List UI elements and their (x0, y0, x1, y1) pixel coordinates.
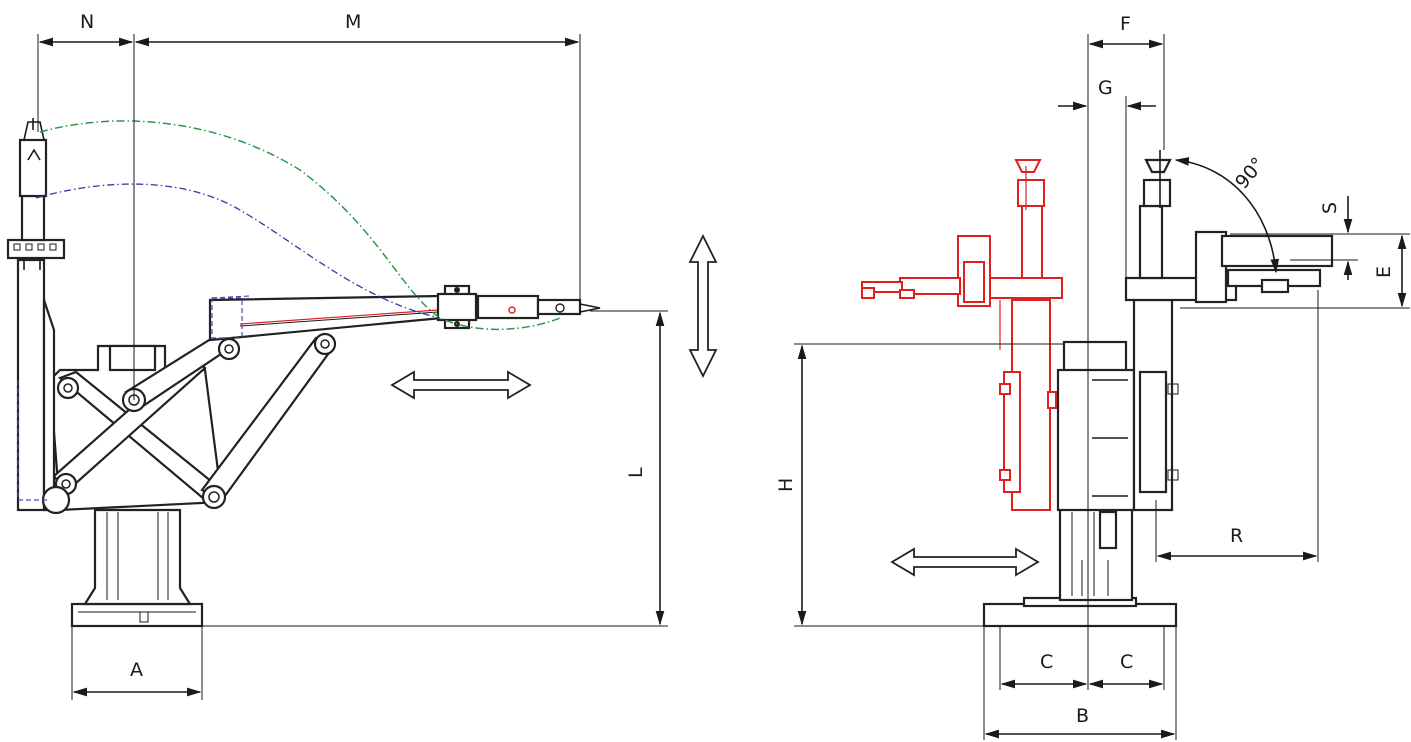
vertical-motion-arrow (688, 233, 718, 379)
dim-label-R: R (1230, 525, 1243, 547)
dim-label-H: H (775, 478, 797, 492)
side-view: N M L A (6, 11, 718, 700)
dim-label-F: F (1120, 13, 1131, 35)
alternate-position-red (861, 159, 1063, 511)
scissor-linkage (52, 330, 336, 506)
gripper-head (436, 284, 601, 330)
dim-label-C-right: C (1120, 651, 1133, 673)
base-plate (70, 602, 204, 628)
front-column (1056, 340, 1136, 602)
dimension-lines-front (794, 34, 1410, 740)
dimension-lines-side (37, 34, 668, 700)
pedestal (83, 508, 192, 606)
dim-label-E: E (1373, 266, 1395, 278)
front-horizontal-motion-arrow (890, 547, 1040, 577)
dim-label-S: S (1319, 202, 1341, 214)
dim-label-G: G (1098, 77, 1113, 99)
front-base (982, 596, 1178, 628)
rotation-arc (1174, 157, 1280, 274)
dim-label-A: A (130, 659, 143, 681)
dim-label-C-left: C (1040, 651, 1053, 673)
horizontal-motion-arrow (390, 370, 532, 400)
front-gripper-column (1124, 150, 1334, 512)
front-view: F G 90° S E H R C C B (775, 13, 1410, 740)
dim-label-M: M (345, 11, 361, 33)
dim-label-B: B (1076, 705, 1089, 727)
dim-label-L: L (625, 467, 647, 478)
dim-label-N: N (80, 11, 94, 33)
motion-trajectories (17, 120, 561, 501)
